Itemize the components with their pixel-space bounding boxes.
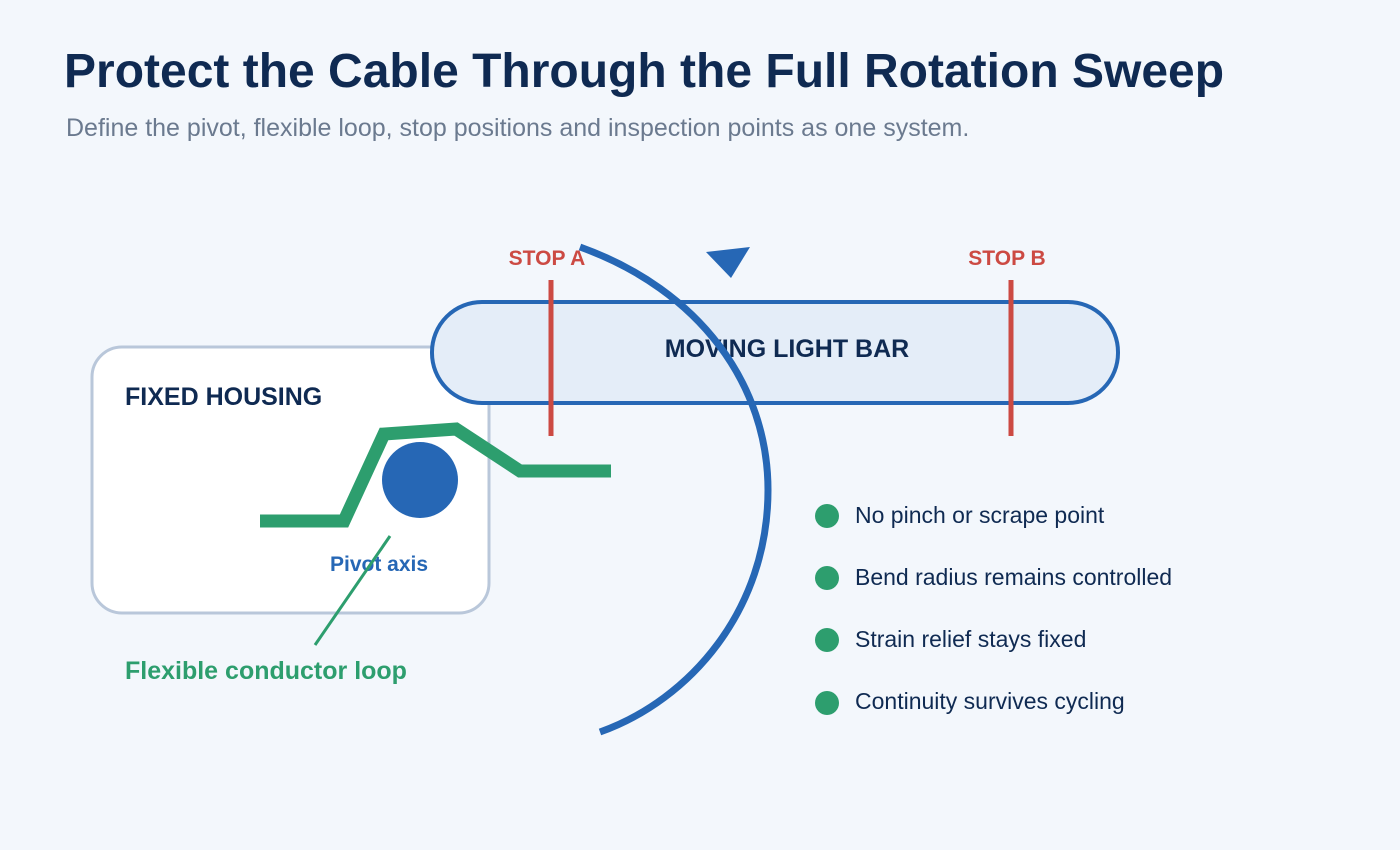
page-subtitle: Define the pivot, flexible loop, stop po… (66, 114, 970, 142)
rotation-sweep-arc (578, 243, 772, 736)
checklist-bullet (815, 566, 839, 590)
moving-light-bar-label: MOVING LIGHT BAR (665, 335, 909, 363)
checklist-item: Strain relief stays fixed (855, 626, 1086, 652)
pivot-axis (382, 442, 458, 518)
fixed-housing-label: FIXED HOUSING (125, 383, 322, 411)
checklist-item: Continuity survives cycling (855, 688, 1125, 714)
checklist: No pinch or scrape point Bend radius rem… (815, 502, 1172, 715)
rotation-arrow-icon (706, 247, 750, 278)
stop-a-label: STOP A (509, 247, 586, 270)
loop-label: Flexible conductor loop (125, 657, 407, 685)
checklist-bullet (815, 628, 839, 652)
checklist-item: Bend radius remains controlled (855, 564, 1172, 590)
checklist-item: No pinch or scrape point (855, 502, 1105, 528)
moving-light-bar (430, 300, 1120, 405)
flexible-conductor-loop (260, 422, 611, 528)
checklist-bullet (815, 691, 839, 715)
checklist-bullet (815, 504, 839, 528)
fixed-housing (90, 345, 491, 615)
pivot-axis-label: Pivot axis (330, 553, 428, 576)
stop-b-label: STOP B (968, 247, 1045, 270)
loop-leader-line (313, 535, 392, 646)
page-title: Protect the Cable Through the Full Rotat… (64, 45, 1225, 98)
